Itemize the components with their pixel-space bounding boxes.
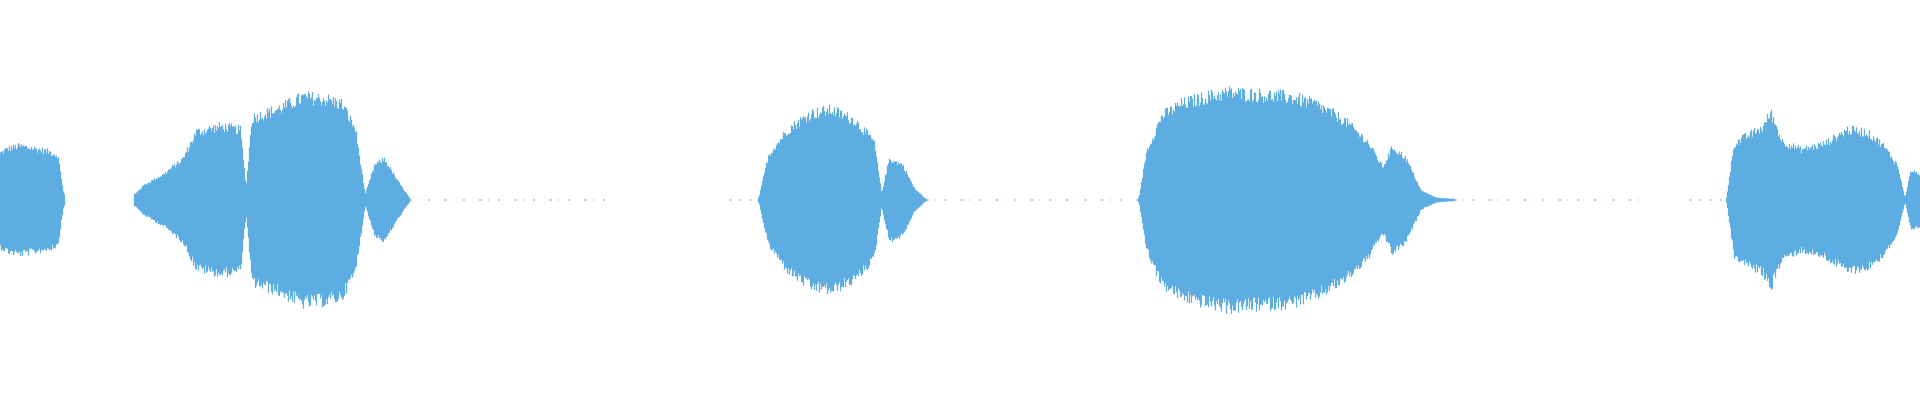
waveform-segment	[757, 104, 928, 294]
waveform-strokes	[0, 143, 66, 257]
waveform-strokes	[757, 104, 928, 294]
waveform-segments	[0, 86, 1920, 314]
waveform-segment	[0, 143, 66, 257]
waveform-segment	[1137, 86, 1456, 314]
waveform-strokes	[133, 91, 411, 309]
waveform-strokes	[1725, 109, 1920, 290]
waveform-segment	[1725, 109, 1920, 290]
waveform-segment	[133, 91, 411, 309]
waveform-strokes	[1137, 86, 1456, 314]
